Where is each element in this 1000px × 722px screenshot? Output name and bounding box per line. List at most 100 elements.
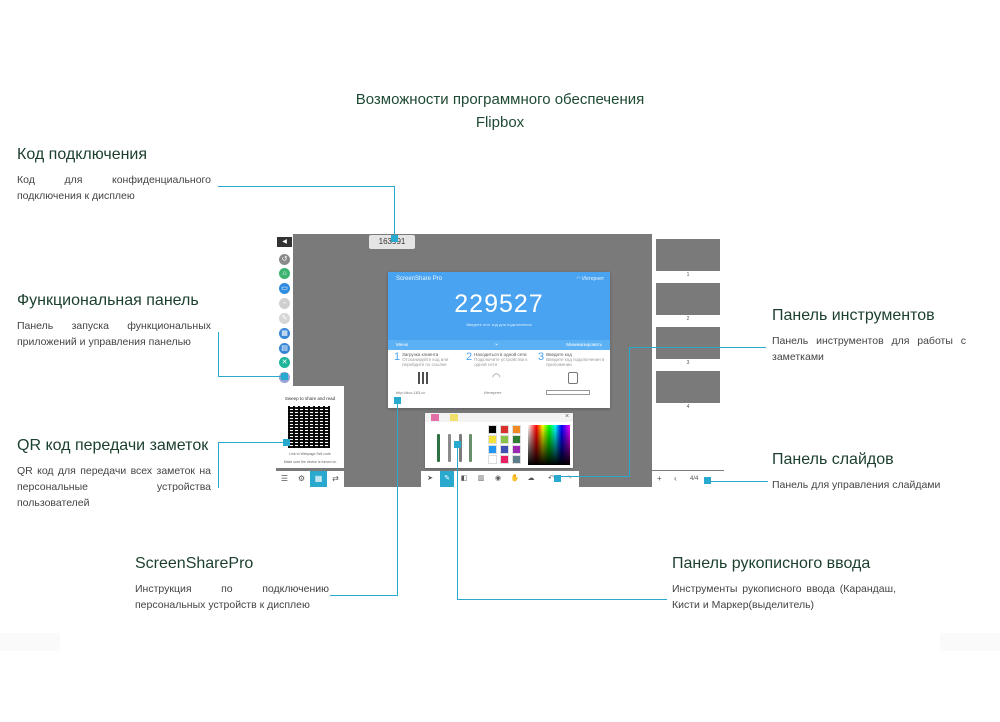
cloud-icon[interactable]: ☁: [527, 475, 535, 482]
slide-number-4: 4: [686, 404, 690, 410]
marker-slides: [704, 477, 711, 484]
function-panel-description: Панель запуска функциональных приложений…: [17, 320, 211, 348]
download-qr-icon: [418, 372, 430, 384]
brush2-tool-icon[interactable]: [459, 434, 462, 462]
slide-number-1: 1: [686, 272, 690, 278]
step-3-number: 3: [538, 351, 545, 363]
pencil-tool-icon[interactable]: [437, 434, 440, 462]
edit-icon[interactable]: ▫: [279, 298, 290, 309]
connector-pen-h: [457, 599, 667, 600]
delete-icon[interactable]: ▥: [477, 475, 485, 482]
back-icon[interactable]: ↺: [279, 254, 290, 265]
select-icon[interactable]: ➤: [427, 475, 433, 482]
screenshare-heading: ScreenSharePro: [135, 555, 254, 572]
color-swatch[interactable]: [500, 445, 509, 454]
color-spectrum[interactable]: [528, 425, 570, 465]
slide-thumbnail-1[interactable]: [656, 239, 720, 271]
screenshare-header: ScreenShare Pro ◠ Интернет 229527 Введит…: [388, 272, 610, 340]
slides-bottom-bar: + ‹ 4/4: [652, 471, 724, 487]
slide-counter: 4/4: [690, 476, 699, 482]
step-3-text: Введите код подключения в приложении: [546, 357, 605, 367]
home-icon[interactable]: ⌂: [279, 268, 290, 279]
screenshare-code: 229527: [454, 290, 544, 318]
step-1-text: Отсканируйте код или перейдите по ссылке: [402, 357, 449, 367]
screenshare-network: ◠ Интернет: [576, 276, 604, 282]
slide-thumbnail-2[interactable]: [656, 283, 720, 315]
tools-description: Панель инструментов для работы с заметка…: [772, 335, 966, 363]
menu-icon[interactable]: ☰: [280, 474, 289, 483]
grid-icon[interactable]: ▦: [279, 328, 290, 339]
connector-ssp-v: [397, 400, 398, 596]
step-2: 2 Находиться в одной сети Подключите уст…: [466, 351, 536, 368]
color-swatch[interactable]: [488, 425, 497, 434]
step-2-number: 2: [466, 351, 473, 363]
connector-tools-h: [629, 347, 766, 348]
wifi-icon: ◠: [576, 276, 583, 282]
qr-heading: QR код передачи заметок: [17, 437, 209, 454]
marker-func: [281, 373, 288, 380]
qr-panel-title: Sweep to share and read: [284, 396, 336, 401]
marker-pen: [454, 441, 461, 448]
pencil-icon[interactable]: ✎: [279, 313, 290, 324]
slide-thumbnail-4[interactable]: [656, 371, 720, 403]
color-swatch[interactable]: [500, 425, 509, 434]
pen-tab-icon[interactable]: [431, 414, 439, 421]
step-3-title: Введите код: [546, 352, 572, 357]
close-icon[interactable]: ×: [565, 413, 570, 420]
marker-ssp: [394, 397, 401, 404]
connector-ssp-h: [330, 595, 398, 596]
color-swatch[interactable]: [488, 455, 497, 464]
page-title-line1: Возможности программного обеспечения: [355, 91, 645, 108]
color-swatch[interactable]: [488, 435, 497, 444]
eraser-icon[interactable]: ◧: [460, 475, 468, 482]
chevron-down-icon[interactable]: ⌄: [494, 341, 500, 347]
color-swatch[interactable]: [512, 425, 521, 434]
collapse-icon[interactable]: ◀: [277, 237, 292, 247]
connector-slides: [708, 481, 768, 482]
tools-bar: [421, 471, 579, 487]
brush-tool-icon[interactable]: [448, 434, 451, 462]
pen-icon[interactable]: ✎: [440, 471, 454, 487]
screenshare-description: Инструкция по подключению персональных у…: [135, 583, 329, 611]
prev-slide-icon[interactable]: ‹: [674, 474, 677, 483]
color-swatch[interactable]: [500, 435, 509, 444]
swap-icon[interactable]: ⇄: [332, 474, 339, 483]
watermark-right: [940, 633, 1000, 651]
screenshare-link[interactable]: http://doc.163.cc: [396, 390, 426, 395]
color-swatch[interactable]: [512, 435, 521, 444]
code-description: Код для конфиденциального подключения к …: [17, 174, 211, 202]
qr-icon[interactable]: ▦: [310, 471, 327, 487]
connector-qr-v: [218, 442, 219, 488]
undo-icon[interactable]: ↶: [548, 475, 554, 482]
slide-number-2: 2: [686, 316, 690, 322]
qr-code[interactable]: [288, 406, 330, 448]
hand-icon[interactable]: ✋: [510, 475, 520, 482]
tab-minimize[interactable]: Минимизировать: [566, 342, 602, 347]
book-icon[interactable]: ▤: [279, 343, 290, 354]
color-swatch[interactable]: [512, 455, 521, 464]
step-2-text: Подключите устройства к одной сети: [474, 357, 528, 367]
connector-tools-h2: [558, 476, 630, 477]
tools-icon[interactable]: ✕: [279, 357, 290, 368]
slide-number-3: 3: [686, 360, 690, 366]
redo-icon[interactable]: ↷: [566, 475, 572, 482]
tab-menu[interactable]: Меню: [396, 342, 409, 347]
connector-qr-h: [218, 442, 286, 443]
color-swatch[interactable]: [488, 445, 497, 454]
watermark-left: [0, 633, 60, 651]
tools-heading: Панель инструментов: [772, 307, 935, 324]
marker-tab-icon[interactable]: [450, 414, 458, 421]
color-swatch[interactable]: [512, 445, 521, 454]
slides-description: Панель для управления слайдами: [772, 479, 941, 491]
handwriting-panel-header: [425, 413, 573, 422]
chat-icon[interactable]: ▭: [279, 283, 290, 294]
function-panel-heading: Функциональная панель: [17, 292, 199, 309]
shape-icon[interactable]: ◉: [494, 475, 502, 482]
marker-tool-icon[interactable]: [469, 434, 472, 462]
slide-thumbnail-3[interactable]: [656, 327, 720, 359]
screenshare-window: ScreenShare Pro ◠ Интернет 229527 Введит…: [388, 272, 610, 408]
step-3: 3 Введите код Введите код подключения в …: [538, 351, 608, 368]
color-swatch[interactable]: [500, 455, 509, 464]
settings-icon[interactable]: ⚙: [297, 474, 306, 483]
add-slide-icon[interactable]: +: [657, 474, 662, 483]
